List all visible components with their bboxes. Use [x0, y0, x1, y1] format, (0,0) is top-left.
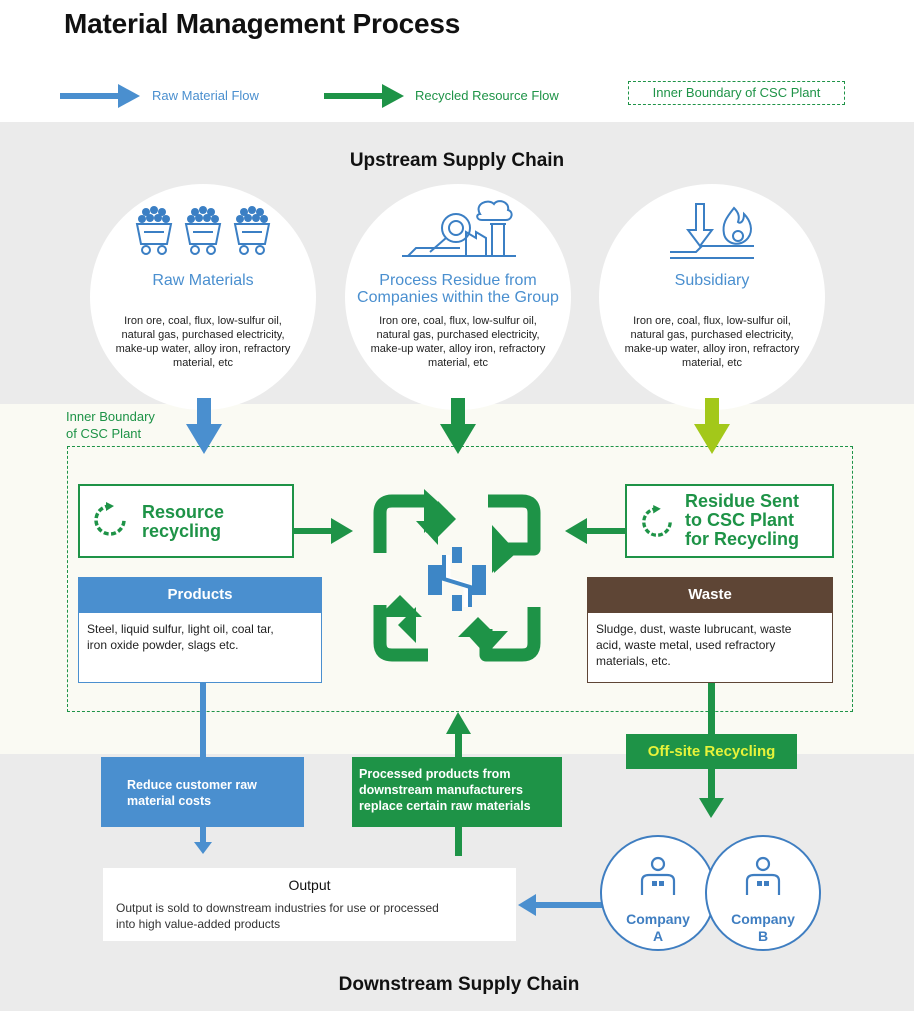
process-residue-title-line: Process Residue from	[379, 272, 537, 289]
processed-products-callout: Processed products from downstream manuf…	[352, 757, 562, 827]
list-line: Steel, liquid sulfur, light oil, coal ta…	[87, 622, 274, 636]
subsidiary-desc: Iron ore, coal, flux, low-sulfur oil, na…	[599, 314, 825, 370]
desc-line: material, etc	[428, 357, 488, 369]
list-line: materials, etc.	[596, 654, 671, 668]
process-residue-title: Process Residue from Companies within th…	[345, 272, 571, 306]
desc-line: natural gas, purchased electricity,	[630, 329, 794, 341]
resource-recycling-box	[78, 484, 294, 558]
list-line: iron oxide powder, slags etc.	[87, 638, 239, 652]
recycling-to-center-arrow	[331, 518, 353, 544]
desc-line: Iron ore, coal, flux, low-sulfur oil,	[124, 315, 282, 327]
upstream-title: Upstream Supply Chain	[349, 150, 565, 171]
person-icon	[640, 856, 676, 895]
recycle-loop-icon	[373, 489, 541, 662]
output-box	[103, 868, 516, 941]
waste-list: Sludge, dust, waste lubrucant, waste aci…	[587, 613, 833, 683]
label-line: Resource	[142, 502, 225, 522]
label-line: recycling	[142, 521, 222, 541]
boundary-label-line: of CSC Plant	[66, 426, 142, 441]
factory-magnifier-icon	[402, 200, 516, 257]
raw-materials-desc: Iron ore, coal, flux, low-sulfur oil, na…	[90, 314, 316, 370]
refresh-icon	[94, 502, 126, 536]
list-line: acid, waste metal, used refractory	[596, 638, 776, 652]
output-desc: Output is sold to downstream industries …	[116, 900, 439, 932]
inner-boundary-label: Inner Boundary of CSC Plant	[66, 408, 155, 442]
callout-line: Processed products from	[359, 767, 511, 781]
company-b-label: Company B	[705, 911, 821, 945]
boundary-label-line: Inner Boundary	[66, 409, 155, 424]
callout-line: material costs	[127, 794, 212, 808]
residue-to-center-arrow	[565, 518, 587, 544]
desc-line: material, etc	[682, 357, 742, 369]
desc-line: Iron ore, coal, flux, low-sulfur oil,	[379, 315, 537, 327]
subsidiary-input-arrow	[705, 398, 719, 426]
raw-materials-title: Raw Materials	[152, 272, 254, 289]
list-line: Sludge, dust, waste lubrucant, waste	[596, 622, 792, 636]
output-line: into high value-added products	[116, 917, 281, 931]
callout-line: replace certain raw materials	[359, 799, 531, 813]
downstream-title: Downstream Supply Chain	[338, 974, 580, 995]
legend-boundary-box: Inner Boundary of CSC Plant	[628, 81, 845, 105]
raw-input-arrow	[197, 398, 211, 426]
fire-arrow-icon	[670, 203, 754, 259]
mine-cart-icon	[135, 206, 271, 255]
raw-materials-circle	[90, 184, 316, 410]
desc-line: Iron ore, coal, flux, low-sulfur oil,	[633, 315, 791, 327]
products-list: Steel, liquid sulfur, light oil, coal ta…	[78, 613, 322, 683]
desc-line: make-up water, alloy iron, refractory	[370, 343, 546, 355]
output-line: Output is sold to downstream industries …	[116, 901, 439, 915]
callout-line: Reduce customer raw	[127, 778, 257, 792]
residue-sent-box	[625, 484, 834, 558]
person-icon	[745, 856, 781, 895]
page-title: Material Management Process	[64, 8, 461, 39]
company-to-output-arrow	[518, 894, 536, 916]
processed-up-arrow	[446, 712, 471, 734]
process-residue-title-line: Companies within the Group	[357, 289, 559, 306]
label-line: to CSC Plant	[685, 510, 795, 530]
offsite-to-company-arrow	[699, 798, 724, 818]
desc-line: natural gas, purchased electricity,	[376, 329, 540, 341]
desc-line: make-up water, alloy iron, refractory	[624, 343, 800, 355]
subsidiary-circle	[599, 184, 825, 410]
desc-line: make-up water, alloy iron, refractory	[115, 343, 291, 355]
legend-raw-label: Raw Material Flow	[152, 88, 259, 103]
offsite-recycling-badge: Off-site Recycling	[626, 734, 797, 769]
company-letter: A	[652, 928, 664, 944]
resource-recycling-label: Resource recycling	[142, 503, 224, 541]
callout-line: downstream manufacturers	[359, 783, 523, 797]
company-name: Company	[626, 911, 690, 927]
legend-recycled-label: Recycled Resource Flow	[415, 88, 559, 103]
recycled-flow-legend-arrow	[324, 84, 404, 108]
raw-flow-legend-arrow	[60, 84, 140, 108]
output-title: Output	[288, 877, 331, 893]
products-header: Products	[78, 577, 322, 613]
desc-line: natural gas, purchased electricity,	[121, 329, 285, 341]
label-line: for Recycling	[685, 529, 800, 549]
company-a-label: Company A	[600, 911, 716, 945]
residue-input-arrow	[451, 398, 465, 426]
residue-sent-label: Residue Sent to CSC Plant for Recycling	[685, 492, 799, 549]
reduce-to-output-arrow	[194, 842, 212, 854]
waste-header: Waste	[587, 577, 833, 613]
desc-line: material, etc	[173, 357, 233, 369]
company-name: Company	[731, 911, 795, 927]
label-line: Residue Sent	[685, 491, 800, 511]
raw-input-arrow-head	[186, 424, 222, 454]
process-residue-desc: Iron ore, coal, flux, low-sulfur oil, na…	[345, 314, 571, 370]
refresh-icon	[642, 505, 672, 537]
residue-input-arrow-head	[440, 424, 476, 454]
subsidiary-input-arrow-head	[694, 424, 730, 454]
reduce-costs-callout: Reduce customer raw material costs	[101, 757, 304, 827]
company-letter: B	[757, 928, 769, 944]
company-b-circle	[705, 835, 821, 951]
subsidiary-title: Subsidiary	[674, 272, 750, 289]
